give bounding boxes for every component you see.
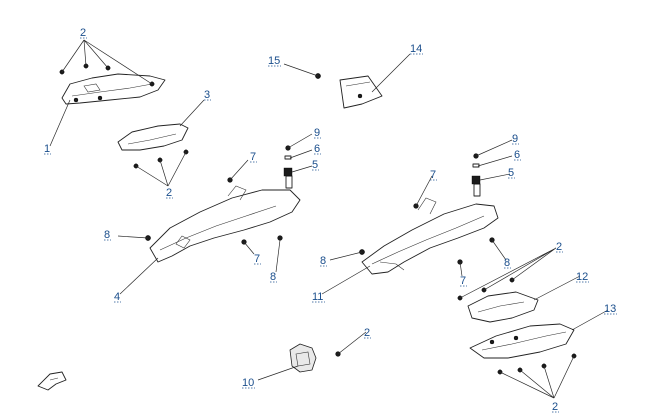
callout-8-right-inner[interactable]: 8: [504, 257, 510, 269]
callout-14[interactable]: 14: [410, 43, 422, 55]
callout-5-right[interactable]: 5: [508, 167, 514, 179]
callout-1[interactable]: 1: [44, 143, 50, 155]
callout-9-right[interactable]: 9: [512, 133, 518, 145]
callout-13[interactable]: 13: [604, 303, 616, 315]
part-4-left-fairing: [149, 175, 301, 263]
callout-7-right-bottom[interactable]: 7: [460, 275, 466, 287]
callout-labels: 2 1 3 2 15 14 7 9 6 5 8 7 8 4 9 6 5: [44, 27, 617, 413]
part-3-bracket-panel: [117, 123, 189, 151]
callout-2-below-3[interactable]: 2: [166, 187, 172, 199]
part-10-clip: [289, 343, 317, 373]
callout-4[interactable]: 4: [114, 291, 120, 303]
callout-2-top-left[interactable]: 2: [80, 27, 86, 39]
part-14-small-cover: [339, 75, 383, 109]
callout-6-right[interactable]: 6: [514, 149, 520, 161]
callout-7-right-top[interactable]: 7: [430, 169, 436, 181]
callout-9-left[interactable]: 9: [314, 127, 320, 139]
callout-8-left-outer[interactable]: 8: [104, 229, 110, 241]
part-12-lower-panel: [467, 291, 539, 323]
leader-lines: [49, 39, 609, 399]
callout-15[interactable]: 15: [268, 55, 280, 67]
callout-8-left-inner[interactable]: 8: [270, 271, 276, 283]
callout-2-clip[interactable]: 2: [364, 327, 370, 339]
callout-2-bottom-right[interactable]: 2: [552, 401, 558, 413]
callout-3[interactable]: 3: [204, 89, 210, 101]
front-direction-arrow-icon: [37, 371, 67, 391]
callout-5-left[interactable]: 5: [312, 159, 318, 171]
callout-10[interactable]: 10: [242, 377, 254, 389]
callout-11[interactable]: 11: [312, 291, 323, 303]
part-13-bottom-panel: [469, 323, 575, 359]
part-11-right-fairing: [361, 183, 499, 275]
callout-2-lower-right-top[interactable]: 2: [556, 241, 562, 253]
callout-7-left-bottom[interactable]: 7: [254, 253, 260, 265]
callout-12[interactable]: 12: [576, 271, 588, 283]
callout-8-right-outer[interactable]: 8: [320, 255, 326, 267]
fastener-group: [59, 63, 577, 375]
part-1-upper-cover: [61, 73, 166, 105]
callout-7-left-top[interactable]: 7: [250, 151, 256, 163]
callout-6-left[interactable]: 6: [314, 143, 320, 155]
